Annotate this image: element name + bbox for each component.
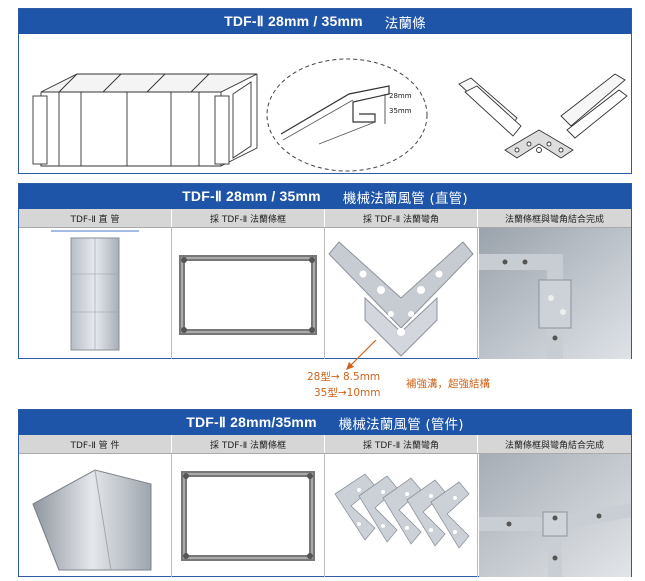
straight-duct-header: TDF-Ⅱ 28mm / 35mm 機械法蘭風管 (直管) <box>19 184 631 209</box>
reinforcement-arrow <box>346 340 377 370</box>
straight-duct-photo <box>19 228 172 359</box>
note-type-35: 35型→10mm <box>314 387 381 399</box>
flange-corners-pile-photo <box>325 454 478 577</box>
flange-strip-header: TDF-Ⅱ 28mm / 35mm 法蘭條 <box>19 9 631 34</box>
fittings-duct-title-cn: 機械法蘭風管 (管件) <box>338 416 464 433</box>
straight-duct-title-en: TDF-Ⅱ 28mm / 35mm <box>182 188 321 204</box>
dim-label-35: 35mm <box>389 107 412 115</box>
note-reinforcement: 補強溝，超強結構 <box>406 378 490 390</box>
flange-strips-and-corner-drawing <box>458 73 628 159</box>
straight-duct-panel: TDF-Ⅱ 28mm / 35mm 機械法蘭風管 (直管) TDF-Ⅱ 直 管 … <box>18 183 632 359</box>
flange-strip-title-cn: 法蘭條 <box>384 15 426 32</box>
dim-label-28: 28mm <box>389 92 412 100</box>
fittings-duct-column-headers: TDF-Ⅱ 管 件 採 TDF-Ⅱ 法蘭條框 採 TDF-Ⅱ 法蘭彎角 法蘭條框… <box>19 435 631 454</box>
straight-duct-title-cn: 機械法蘭風管 (直管) <box>342 190 468 207</box>
flange-strip-title-en: TDF-Ⅱ 28mm / 35mm <box>224 13 363 29</box>
duct-line-drawing <box>32 73 258 167</box>
flange-frame-photo <box>172 454 325 577</box>
column-header-flange-corner: 採 TDF-Ⅱ 法蘭彎角 <box>325 209 478 227</box>
flange-strip-panel: TDF-Ⅱ 28mm / 35mm 法蘭條 28mm 35mm <box>18 8 632 174</box>
note-type-28: 28型→ 8.5mm <box>307 371 381 383</box>
column-header-straight-duct: TDF-Ⅱ 直 管 <box>19 209 172 227</box>
assembled-fitting-corner-photo <box>478 454 631 577</box>
flange-strip-illustrations: 28mm 35mm <box>32 58 628 172</box>
flange-corner-photo <box>325 228 478 359</box>
fittings-duct-header: TDF-Ⅱ 28mm/35mm 機械法蘭風管 (管件) <box>19 410 631 435</box>
flange-frame-photo <box>172 228 325 359</box>
straight-duct-column-headers: TDF-Ⅱ 直 管 採 TDF-Ⅱ 法蘭條框 採 TDF-Ⅱ 法蘭彎角 法蘭條框… <box>19 209 631 228</box>
column-header-fittings: TDF-Ⅱ 管 件 <box>19 435 172 453</box>
fittings-duct-panel: TDF-Ⅱ 28mm/35mm 機械法蘭風管 (管件) TDF-Ⅱ 管 件 採 … <box>18 409 632 577</box>
assembled-corner-photo <box>478 228 631 359</box>
column-header-flange-corner: 採 TDF-Ⅱ 法蘭彎角 <box>325 435 478 453</box>
duct-fitting-photo <box>19 454 172 577</box>
fittings-duct-title-en: TDF-Ⅱ 28mm/35mm <box>186 414 317 430</box>
column-header-flange-frame: 採 TDF-Ⅱ 法蘭條框 <box>172 209 325 227</box>
column-header-assembled: 法蘭條框與彎角結合完成 <box>504 214 604 225</box>
column-header-flange-frame: 採 TDF-Ⅱ 法蘭條框 <box>172 435 325 453</box>
flange-profile-detail: 28mm 35mm <box>266 58 428 172</box>
column-header-assembled: 法蘭條框與彎角結合完成 <box>504 440 604 451</box>
